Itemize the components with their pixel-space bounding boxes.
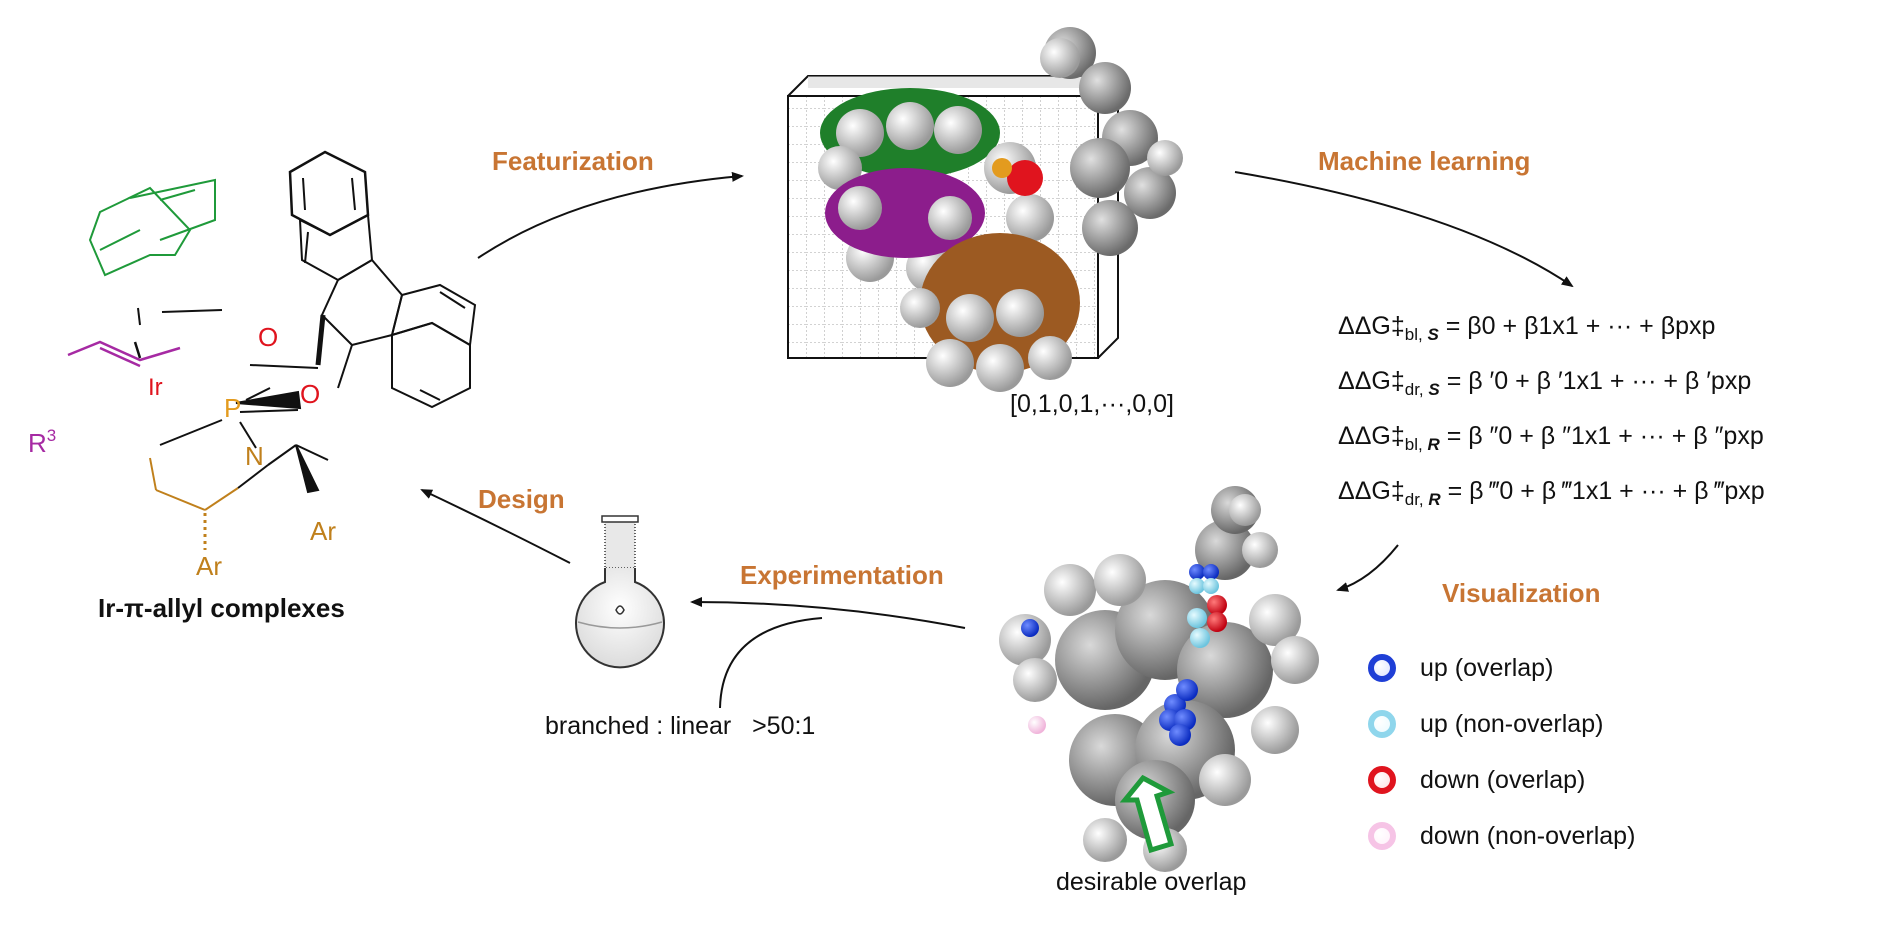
chiral-ethyl-linker	[149, 457, 239, 550]
legend-item: up (non-overlap)	[1368, 704, 1603, 744]
atom-Ir: Ir	[148, 374, 163, 401]
legend-label: down (non-overlap)	[1420, 821, 1636, 850]
phenyl-tail-atoms	[1040, 27, 1183, 256]
step-featurization: Featurization	[492, 146, 654, 176]
step-machine-learning: Machine learning	[1318, 146, 1531, 176]
equation-row: ΔΔG‡dr, S = β ′0 + β ′1x1 + ··· + β ′pxp	[1338, 367, 1752, 399]
atom-Ar2: Ar	[310, 516, 336, 546]
legend-swatch	[1368, 766, 1396, 794]
legend-label: up (non-overlap)	[1420, 709, 1604, 738]
hydrogen-atoms	[999, 494, 1319, 872]
atom-N: N	[245, 441, 264, 471]
featurization-grid-model	[787, 27, 1183, 392]
allyl-fragment	[67, 340, 181, 368]
atom-P: P	[224, 393, 241, 423]
equation-row: ΔΔG‡bl, S = β0 + β1x1 + ··· + βpxp	[1338, 312, 1716, 344]
equation-row: ΔΔG‡dr, R = β ‴0 + β ‴1x1 + ··· + β ‴pxp	[1338, 477, 1765, 509]
step-visualization: Visualization	[1442, 578, 1601, 608]
legend-item: up (overlap)	[1368, 648, 1553, 688]
featurization-arrow	[477, 171, 744, 259]
atom-O2: O	[300, 379, 320, 409]
equation-row: ΔΔG‡bl, R = β ″0 + β ″1x1 + ··· + β ″pxp	[1338, 422, 1764, 454]
step-design: Design	[478, 484, 565, 514]
atom-Ar1: Ar	[196, 551, 222, 581]
machine-learning-arrow	[1234, 171, 1574, 288]
ir-allyl-complex-structure: O O P Ir N R3 Ar Ar	[28, 150, 477, 581]
binaphthyl-scaffold	[288, 150, 477, 409]
overlap-caption: desirable overlap	[1056, 868, 1247, 896]
visualization-arrow	[1336, 544, 1399, 592]
desirable-overlap-arrow	[1119, 774, 1176, 854]
selectivity-result: branched : linear >50:1	[545, 712, 816, 740]
feature-vector: [0,1,0,1,···,0,0]	[1010, 390, 1174, 418]
step-experimentation: Experimentation	[740, 560, 944, 590]
ir-p-bond	[161, 309, 223, 313]
atom-R3: R3	[28, 426, 56, 458]
legend-item: down (overlap)	[1368, 760, 1585, 800]
legend-item: down (non-overlap)	[1368, 816, 1635, 856]
round-bottom-flask-icon	[575, 515, 665, 669]
experimentation-branch-curve	[719, 617, 823, 709]
complex-caption: Ir-π-allyl complexes	[98, 593, 345, 623]
legend-swatch	[1368, 654, 1396, 682]
overlap-markers	[1021, 564, 1227, 746]
experimentation-arrow	[690, 597, 966, 629]
legend-swatch	[1368, 822, 1396, 850]
cod-ligand	[88, 178, 216, 277]
atom-O1: O	[258, 322, 278, 352]
visualization-model	[999, 486, 1319, 872]
legend-label: down (overlap)	[1420, 765, 1586, 794]
phosphoramidite-bonds	[159, 364, 329, 494]
legend-label: up (overlap)	[1420, 653, 1554, 682]
legend-swatch	[1368, 710, 1396, 738]
design-arrow	[420, 489, 571, 564]
